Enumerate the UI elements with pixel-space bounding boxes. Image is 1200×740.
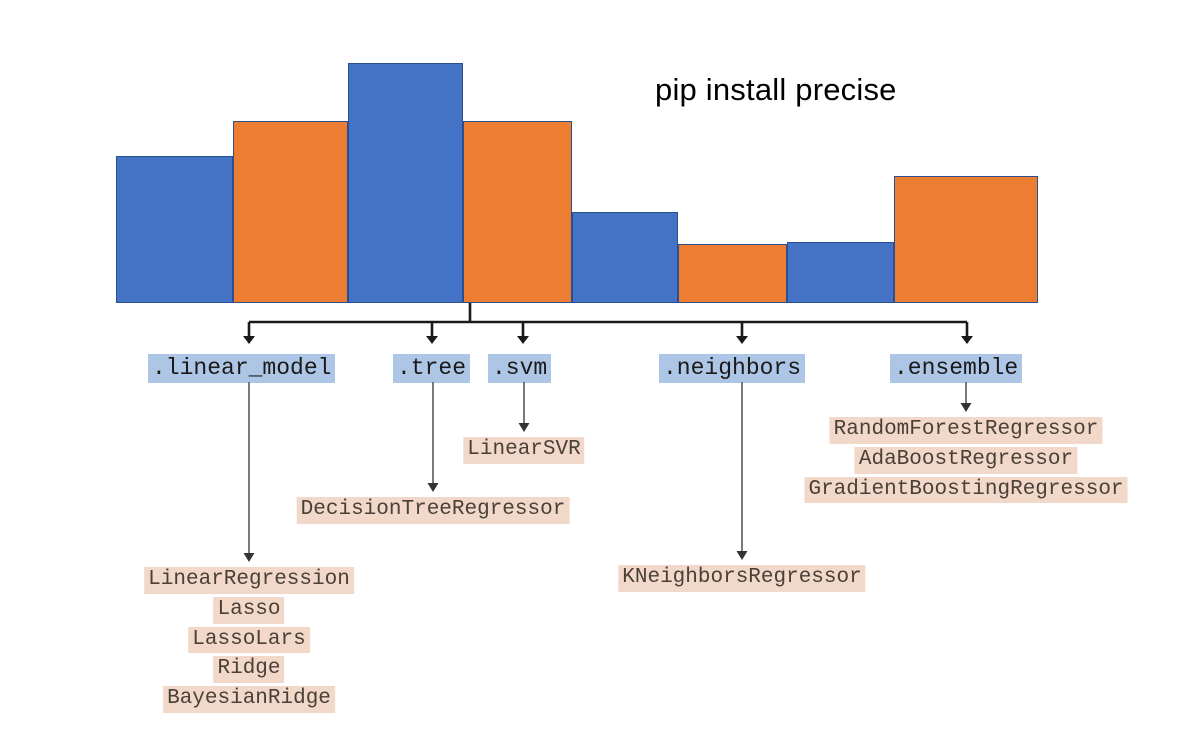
estimator-chip[interactable]: DecisionTreeRegressor xyxy=(296,497,570,524)
histogram-bar xyxy=(348,63,463,303)
histogram-bar xyxy=(787,242,894,303)
module-chip-linear_model[interactable]: .linear_model xyxy=(148,354,336,384)
histogram-bar xyxy=(233,121,348,303)
histogram-bar xyxy=(894,176,1038,303)
module-chip-svm[interactable]: .svm xyxy=(488,354,552,384)
histogram-bar xyxy=(116,156,233,303)
connector-linear_model xyxy=(243,382,255,562)
estimator-chip[interactable]: LinearRegression xyxy=(144,567,354,594)
page-title: pip install precise xyxy=(655,72,897,107)
estimator-chip[interactable]: Ridge xyxy=(213,656,285,684)
estimator-chip[interactable]: LassoLars xyxy=(188,626,310,654)
connector-tree xyxy=(427,382,439,492)
module-chip-tree[interactable]: .tree xyxy=(393,354,471,384)
estimator-chip[interactable]: LinearSVR xyxy=(463,437,585,464)
estimator-chip[interactable]: Lasso xyxy=(213,596,285,624)
connector-neighbors xyxy=(736,382,748,560)
estimator-chip[interactable]: RandomForestRegressor xyxy=(829,417,1103,444)
bracket-connector xyxy=(243,303,973,344)
connector-ensemble xyxy=(960,382,972,412)
estimator-chip[interactable]: AdaBoostRegressor xyxy=(854,446,1078,474)
histogram-bar xyxy=(463,121,572,303)
histogram-bar xyxy=(572,212,678,303)
estimator-chip[interactable]: GradientBoostingRegressor xyxy=(804,476,1128,504)
module-chip-neighbors[interactable]: .neighbors xyxy=(659,354,806,384)
estimator-chip[interactable]: BayesianRidge xyxy=(163,686,335,713)
connector-svm xyxy=(518,382,530,432)
histogram-bar xyxy=(678,244,787,303)
histogram-chart xyxy=(0,0,1200,330)
module-chip-ensemble[interactable]: .ensemble xyxy=(890,354,1023,384)
estimator-chip[interactable]: KNeighborsRegressor xyxy=(618,565,866,592)
